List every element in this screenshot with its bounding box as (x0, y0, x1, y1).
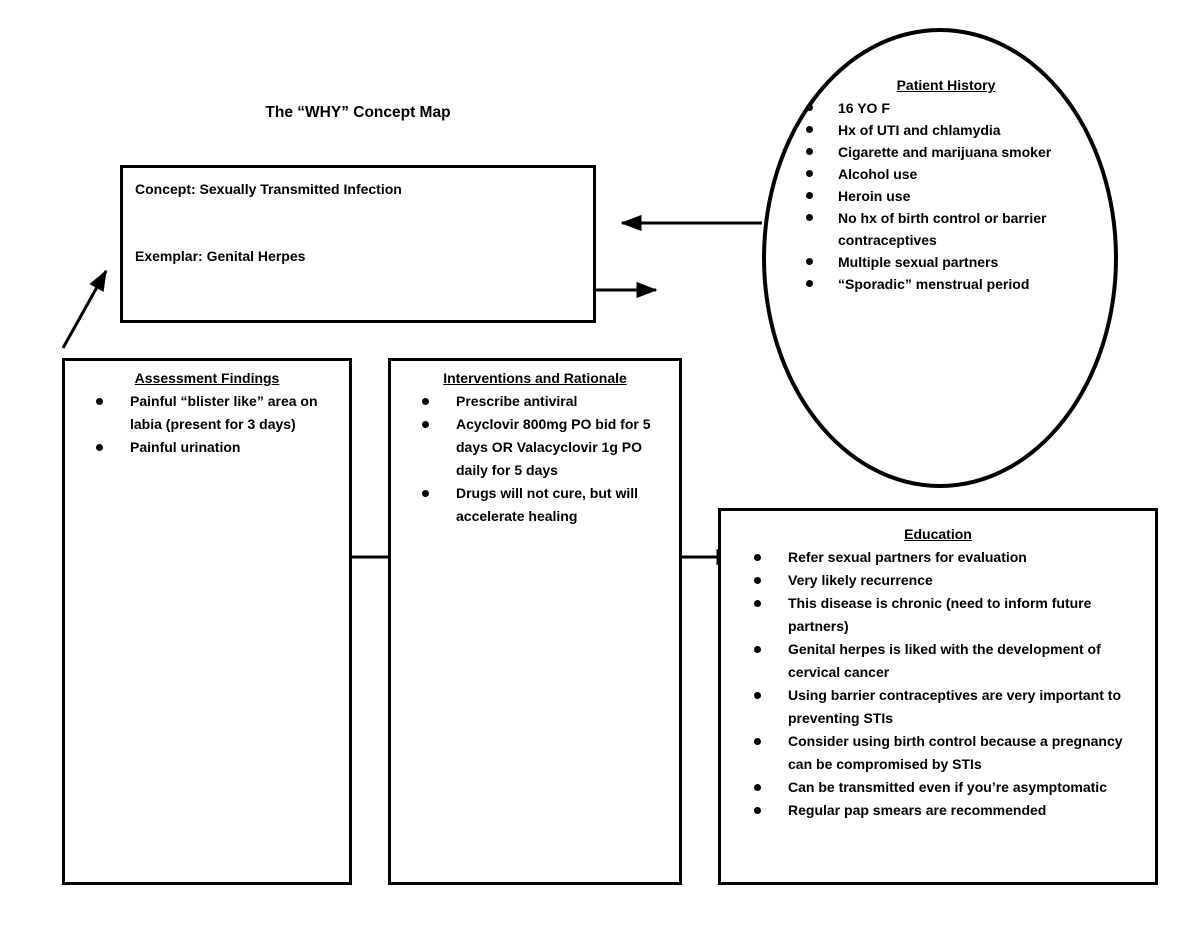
list-item: Using barrier contraceptives are very im… (726, 684, 1140, 730)
list-item: Consider using birth control because a p… (726, 730, 1140, 776)
list-item: Drugs will not cure, but will accelerate… (394, 482, 672, 528)
list-item: “Sporadic” menstrual period (806, 273, 1086, 295)
list-item: Acyclovir 800mg PO bid for 5 days OR Val… (394, 413, 672, 482)
list-item: Refer sexual partners for evaluation (726, 546, 1140, 569)
patient-history-title: Patient History (896, 77, 996, 93)
interventions-rationale-box: Interventions and Rationale Prescribe an… (388, 358, 682, 885)
assessment-findings-list: Painful “blister like” area on labia (pr… (68, 390, 346, 459)
list-item: Hx of UTI and chlamydia (806, 119, 1086, 141)
concept-exemplar-box: Concept: Sexually Transmitted Infection … (120, 165, 596, 323)
list-item: Regular pap smears are recommended (726, 799, 1140, 822)
list-item: Heroin use (806, 185, 1086, 207)
arrow-up-to-concept-box (61, 269, 108, 349)
list-item: Painful urination (68, 436, 346, 459)
list-item: Alcohol use (806, 163, 1086, 185)
list-item: Can be transmitted even if you’re asympt… (726, 776, 1140, 799)
concept-line: Concept: Sexually Transmitted Infection (135, 181, 402, 197)
education-box: Education Refer sexual partners for eval… (718, 508, 1158, 885)
list-item: Cigarette and marijuana smoker (806, 141, 1086, 163)
interventions-rationale-title: Interventions and Rationale (443, 370, 627, 386)
assessment-findings-box: Assessment Findings Painful “blister lik… (62, 358, 352, 885)
list-item: 16 YO F (806, 97, 1086, 119)
list-item: Prescribe antiviral (394, 390, 672, 413)
list-item: Genital herpes is liked with the develop… (726, 638, 1140, 684)
exemplar-line: Exemplar: Genital Herpes (135, 248, 306, 264)
assessment-findings-title: Assessment Findings (134, 370, 280, 386)
list-item: This disease is chronic (need to inform … (726, 592, 1140, 638)
page-title: The “WHY” Concept Map (265, 104, 451, 121)
education-title: Education (904, 526, 972, 542)
list-item: Multiple sexual partners (806, 251, 1086, 273)
list-item: Painful “blister like” area on labia (pr… (68, 390, 346, 436)
list-item: No hx of birth control or barrier contra… (806, 207, 1086, 251)
list-item: Very likely recurrence (726, 569, 1140, 592)
